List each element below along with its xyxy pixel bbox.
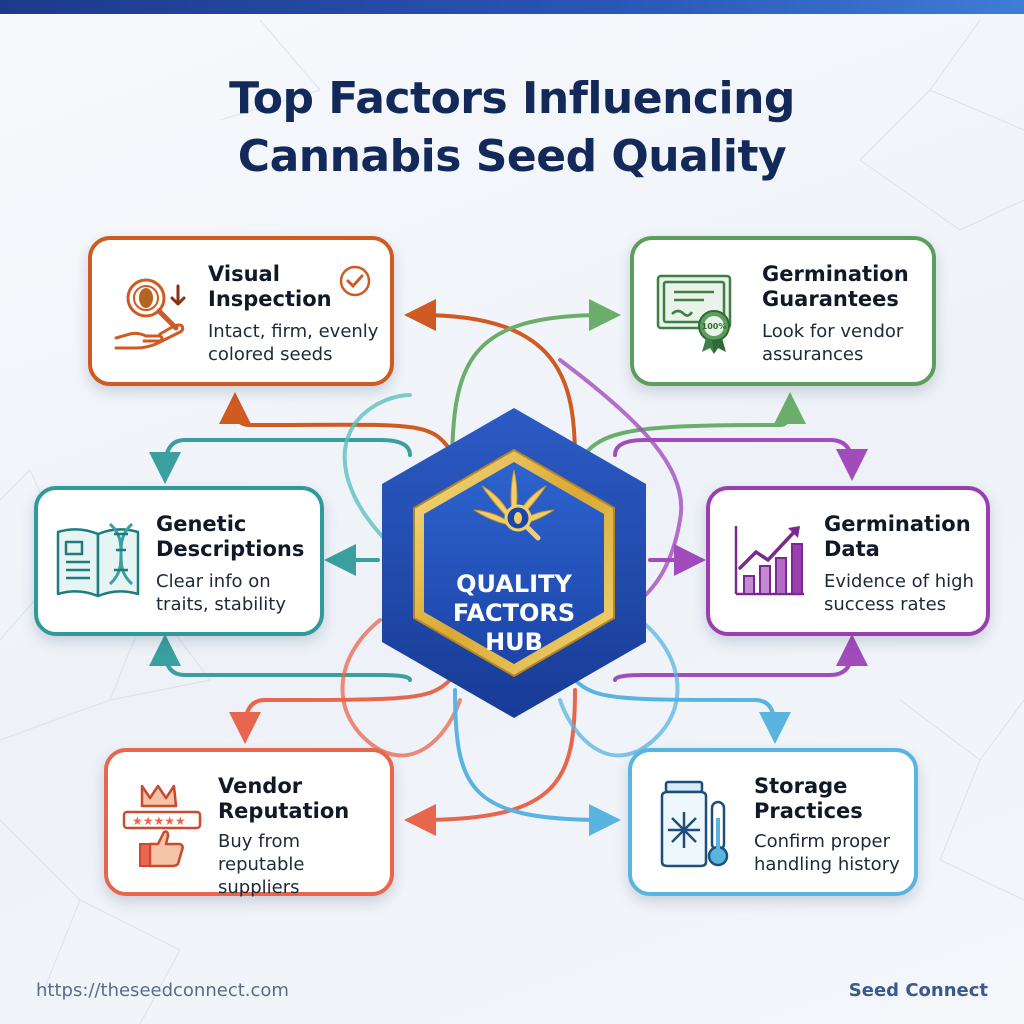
top-accent-bar — [0, 0, 1024, 14]
connector-germination-data — [613, 438, 868, 481]
factor-description: Confirm proper handling history — [754, 830, 900, 876]
page-title: Top Factors Influencing Cannabis Seed Qu… — [0, 70, 1024, 186]
connector-genetic-descriptions-2 — [149, 634, 412, 682]
factor-description-line-1: Clear info on — [156, 571, 271, 592]
factor-title-line-1: Germination — [762, 262, 909, 286]
checkmark-icon — [339, 265, 371, 297]
seed-magnifier-hand-icon — [114, 278, 186, 350]
factor-description-line-1: Buy from reputable — [218, 831, 305, 875]
factor-description: Buy from reputable suppliers — [218, 830, 390, 899]
connector-germination-guarantees-2 — [573, 392, 806, 472]
connector-germination-guarantees — [450, 299, 621, 472]
factor-title: Visual Inspection — [208, 262, 332, 312]
factor-title: Vendor Reputation — [218, 774, 349, 824]
factor-description-line-1: Evidence of high — [824, 571, 974, 592]
factor-description-line-2: colored seeds — [208, 344, 333, 365]
crown-stars-thumbsup-icon: ★★★★★ — [122, 784, 202, 868]
factor-card-germination-guarantees: 100% Germination Guarantees Look for ven… — [630, 236, 936, 386]
hub-label-line-2: FACTORS — [452, 599, 576, 627]
jar-snowflake-thermometer-icon — [660, 780, 729, 868]
factor-title-line-2: Inspection — [208, 287, 332, 311]
certificate-badge-icon: 100% — [656, 274, 732, 354]
factor-description: Intact, firm, evenly colored seeds — [208, 320, 378, 366]
factor-title: Germination Guarantees — [762, 262, 909, 312]
book-dna-icon — [56, 522, 140, 598]
factor-title-line-1: Visual — [208, 262, 280, 286]
hub-hexagon — [382, 408, 646, 718]
factor-title-line-2: Reputation — [218, 799, 350, 823]
connector-storage-practices-2 — [573, 678, 791, 744]
factor-title-line-2: Descriptions — [156, 537, 305, 561]
bar-chart-trend-icon — [734, 526, 804, 596]
connector-vendor-reputation — [229, 678, 452, 744]
factor-description-line-1: Intact, firm, evenly — [208, 321, 379, 342]
connector-vendor-reputation-2 — [404, 688, 577, 836]
connector-germination-data-2 — [613, 634, 868, 682]
factor-title-line-2: Data — [824, 537, 880, 561]
factor-title-line-2: Guarantees — [762, 287, 899, 311]
factor-title-line-1: Genetic — [156, 512, 247, 536]
cannabis-leaf-magnifier-icon — [473, 469, 555, 541]
factor-title: Germination Data — [824, 512, 971, 562]
title-line-1: Top Factors Influencing — [229, 73, 795, 124]
hub-label-line-1: QUALITY — [456, 570, 572, 598]
badge-percent-text: 100% — [702, 322, 727, 331]
factor-card-storage-practices: Storage Practices Confirm proper handlin… — [628, 748, 918, 896]
factor-description-line-1: Look for vendor — [762, 321, 904, 342]
factor-card-germination-data: Germination Data Evidence of high succes… — [706, 486, 990, 636]
factor-title-line-1: Vendor — [218, 774, 303, 798]
factor-description: Look for vendor assurances — [762, 320, 903, 366]
footer-brand: Seed Connect — [848, 980, 988, 1001]
factor-description: Clear info on traits, stability — [156, 570, 286, 616]
factor-card-visual-inspection: Visual Inspection Intact, firm, evenly c… — [88, 236, 394, 386]
footer-url[interactable]: https://theseedconnect.com — [36, 980, 289, 1001]
factor-card-vendor-reputation: ★★★★★ Vendor Reputation Buy from reputab… — [104, 748, 394, 899]
factor-title-line-2: Practices — [754, 799, 863, 823]
svg-text:★★★★★: ★★★★★ — [132, 814, 186, 828]
factor-description: Evidence of high success rates — [824, 570, 974, 616]
factor-description-line-2: assurances — [762, 344, 864, 365]
connector-genetic-descriptions — [149, 438, 412, 484]
factor-card-genetic-descriptions: Genetic Descriptions Clear info on trait… — [34, 486, 324, 636]
factor-description-line-2: suppliers — [218, 877, 300, 898]
connector-storage-practices — [453, 688, 621, 836]
title-line-2: Cannabis Seed Quality — [237, 131, 787, 182]
factor-title-line-1: Germination — [824, 512, 971, 536]
factor-description-line-1: Confirm proper — [754, 831, 891, 852]
factor-title: Storage Practices — [754, 774, 863, 824]
hub-label: QUALITY FACTORS HUB — [378, 570, 650, 657]
factor-description-line-2: traits, stability — [156, 594, 286, 615]
factor-title: Genetic Descriptions — [156, 512, 304, 562]
quality-factors-hub: QUALITY FACTORS HUB — [378, 408, 650, 718]
factor-title-line-1: Storage — [754, 774, 848, 798]
connector-visual-inspection — [219, 392, 452, 452]
connector-visual-inspection-2 — [404, 299, 577, 462]
factor-description-line-2: handling history — [754, 854, 900, 875]
hub-label-line-3: HUB — [485, 628, 543, 656]
factor-description-line-2: success rates — [824, 594, 947, 615]
